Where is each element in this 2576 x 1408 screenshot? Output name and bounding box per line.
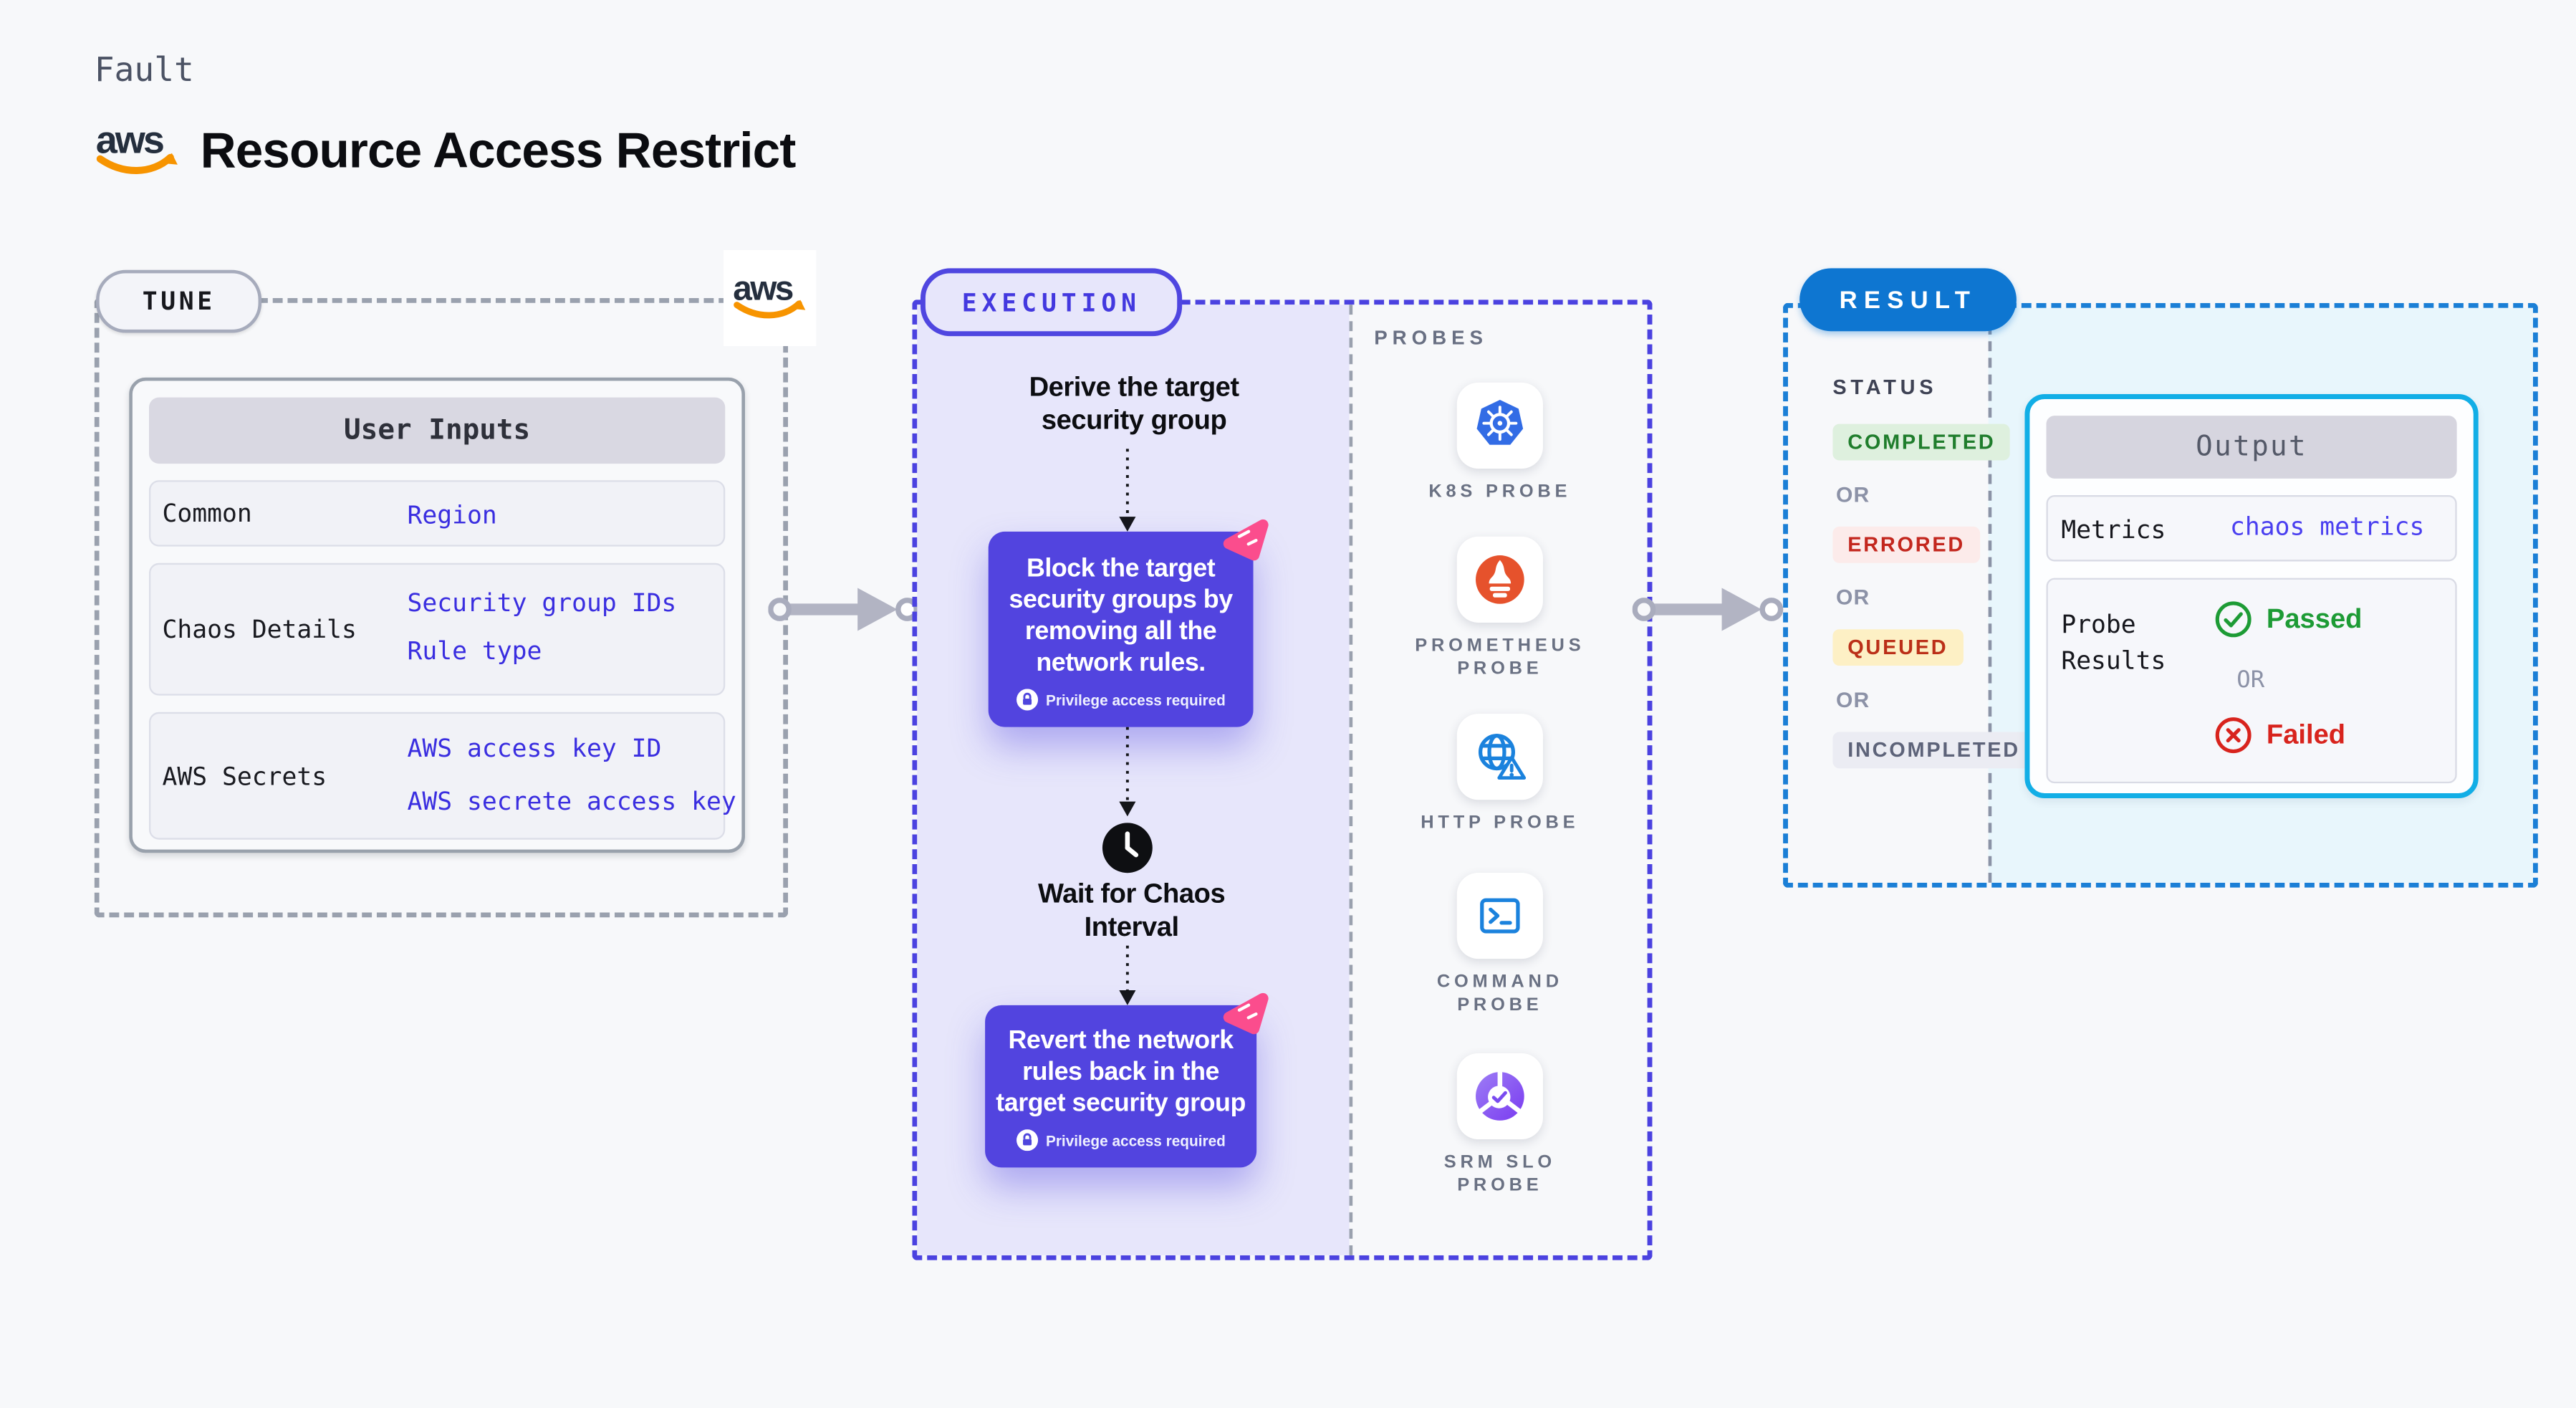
probe-item: PROMETHEUS PROBE xyxy=(1400,536,1599,681)
probe-item: HTTP PROBE xyxy=(1400,714,1599,835)
failed-row: Failed xyxy=(2214,715,2345,755)
passed-check-icon xyxy=(2215,601,2251,638)
execution-section: Derive the target security group Block t… xyxy=(912,300,1653,1260)
metrics-label: Metrics xyxy=(2061,514,2166,545)
block-step-text: Block the target security groups by remo… xyxy=(1009,555,1234,678)
privilege-text: Privilege access required xyxy=(1045,691,1226,708)
tune-to-execution-arrow xyxy=(768,583,921,645)
or-label: OR xyxy=(1836,482,1870,507)
probe-results-row: Probe Results Passed OR Failed xyxy=(2046,578,2457,784)
derive-step-text: Derive the target security group xyxy=(1029,372,1240,435)
row-value: AWS access key ID xyxy=(407,733,662,764)
status-label: STATUS xyxy=(1832,375,1938,399)
execution-badge: EXECUTION xyxy=(920,268,1183,337)
lock-icon xyxy=(1016,1129,1038,1151)
result-badge: RESULT xyxy=(1799,268,2017,332)
probes-label: PROBES xyxy=(1374,326,1488,350)
failed-x-icon xyxy=(2215,717,2251,754)
or-label: OR xyxy=(1836,687,1870,712)
row-value: Region xyxy=(407,499,497,530)
clock-icon xyxy=(1100,820,1156,884)
status-badge-completed: COMPLETED xyxy=(1832,423,2011,461)
table-row: Chaos Details Security group IDs Rule ty… xyxy=(148,562,726,696)
flow-arrow-icon xyxy=(1116,727,1139,825)
probe-label: SRM SLO PROBE xyxy=(1443,1152,1557,1196)
status-badge-incompleted: INCOMPLETED xyxy=(1832,732,2035,769)
fault-eyebrow: Fault xyxy=(94,49,194,90)
probe-label: K8S PROBE xyxy=(1428,482,1572,502)
command-probe-icon xyxy=(1456,872,1543,959)
probe-item: COMMAND PROBE xyxy=(1400,872,1599,1017)
row-value: Security group IDs xyxy=(407,588,677,618)
row-value: AWS secrete access key xyxy=(407,786,736,817)
chaos-pink-icon xyxy=(1214,980,1275,1048)
output-card: Output Metrics chaos metrics Probe Resul… xyxy=(2024,394,2479,798)
probe-item: SRM SLO PROBE xyxy=(1400,1053,1599,1197)
table-row: AWS Secrets AWS access key ID AWS secret… xyxy=(148,712,736,840)
revert-step-text: Revert the network rules back in the tar… xyxy=(996,1026,1246,1118)
k8s-probe-icon xyxy=(1456,382,1543,469)
privilege-row: Privilege access required xyxy=(995,689,1246,711)
status-badge-queued: QUEUED xyxy=(1832,629,1964,666)
row-label: Chaos Details xyxy=(162,614,357,645)
failed-label: Failed xyxy=(2266,719,2346,750)
revert-step-box: Revert the network rules back in the tar… xyxy=(985,1005,1257,1168)
row-value: Rule type xyxy=(407,636,542,666)
probe-label: HTTP PROBE xyxy=(1421,813,1580,833)
tune-badge: TUNE xyxy=(96,269,262,333)
prometheus-probe-icon xyxy=(1456,536,1543,623)
status-badge-errored: ERRORED xyxy=(1832,526,1980,563)
page-title-row: aws Resource Access Restrict xyxy=(95,116,797,187)
wait-step-text: Wait for Chaos Interval xyxy=(1038,879,1226,942)
metrics-row: Metrics chaos metrics xyxy=(2046,495,2457,562)
probe-item: K8S PROBE xyxy=(1400,382,1599,504)
metrics-value: chaos metrics xyxy=(2230,512,2425,542)
or-label: OR xyxy=(1836,584,1870,610)
result-divider xyxy=(1988,307,1992,883)
execution-probes-divider xyxy=(1349,305,1353,1255)
passed-row: Passed xyxy=(2214,600,2363,639)
probe-results-label: Probe Results xyxy=(2061,609,2166,676)
probe-label: COMMAND PROBE xyxy=(1436,972,1563,1015)
user-inputs-card: User Inputs Common Region Chaos Details … xyxy=(129,377,745,853)
svg-text:aws: aws xyxy=(733,269,792,307)
passed-label: Passed xyxy=(2266,603,2363,633)
probe-label: PROMETHEUS PROBE xyxy=(1415,636,1585,679)
lock-icon xyxy=(1016,689,1038,711)
execution-to-result-arrow xyxy=(1632,583,1785,645)
privilege-text: Privilege access required xyxy=(1045,1131,1226,1149)
privilege-row: Privilege access required xyxy=(989,1129,1254,1151)
flow-arrow-icon xyxy=(1116,945,1139,1014)
flow-arrow-icon xyxy=(1116,449,1139,540)
aws-logo-patch: aws xyxy=(723,249,817,347)
row-label: Common xyxy=(162,498,252,529)
row-label: AWS Secrets xyxy=(162,760,327,791)
or-label: OR xyxy=(2236,667,2265,694)
user-inputs-header: User Inputs xyxy=(148,397,726,464)
aws-logo-icon: aws xyxy=(732,266,808,330)
output-header: Output xyxy=(2046,416,2457,479)
srm-slo-probe-icon xyxy=(1456,1053,1543,1140)
svg-text:aws: aws xyxy=(96,119,163,162)
page-title: Resource Access Restrict xyxy=(200,123,797,178)
table-row: Common Region xyxy=(148,480,726,547)
chaos-pink-icon xyxy=(1214,507,1275,575)
block-step-box: Block the target security groups by remo… xyxy=(988,531,1254,727)
http-probe-icon xyxy=(1456,714,1543,800)
aws-logo-icon: aws xyxy=(95,116,181,187)
